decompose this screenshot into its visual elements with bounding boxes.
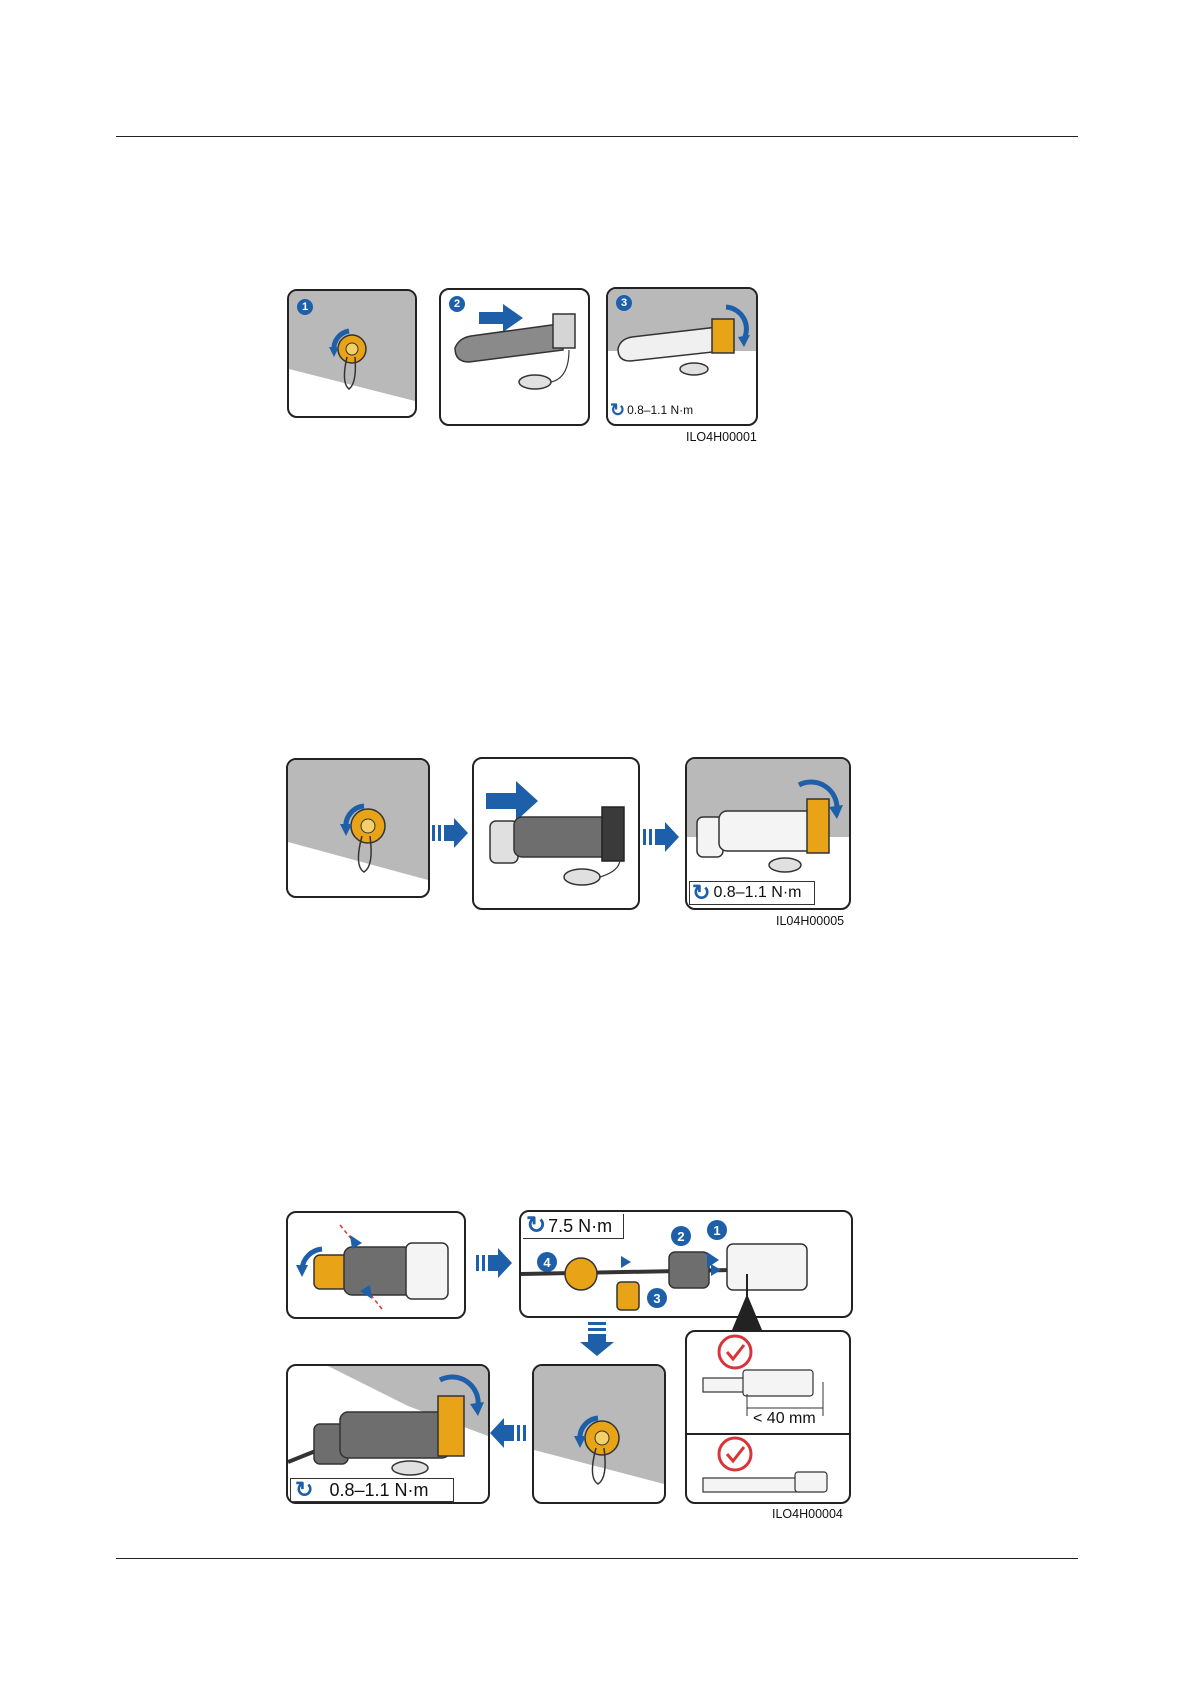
torque-icon: ↻ — [295, 1479, 313, 1501]
fig3-panel-unscrew — [286, 1211, 466, 1319]
fig1-panel-2: 2 — [439, 288, 590, 426]
step-badge: 1 — [707, 1220, 727, 1240]
fig2-panel-3: ↻ 0.8–1.1 N·m — [685, 757, 851, 910]
fig2-panel-1 — [286, 758, 430, 898]
pointer-icon — [732, 1274, 762, 1330]
step-badge: 1 — [297, 299, 313, 315]
footer-rule — [116, 1558, 1078, 1559]
header-rule — [116, 136, 1078, 137]
step-badge: 2 — [449, 296, 465, 312]
torque-icon: ↻ — [610, 401, 625, 419]
fig2-panel-2 — [472, 757, 640, 910]
torque-label-large: ↻ 7.5 N·m — [523, 1214, 624, 1239]
fig3-panel-cap — [532, 1364, 666, 1504]
dimension-label: < 40 mm — [753, 1410, 816, 1428]
fig1-panel-1: 1 — [287, 289, 417, 418]
figure-id: IL04H00005 — [776, 914, 844, 928]
figure-id: ILO4H00001 — [686, 430, 757, 444]
fig3-panel-assemble: ↻ 7.5 N·m 4 2 1 3 — [519, 1210, 853, 1318]
flow-arrow-left-icon — [490, 1418, 526, 1448]
torque-label: ↻ 0.8–1.1 N·m — [689, 881, 815, 905]
step-badge: 2 — [671, 1226, 691, 1246]
flow-arrow-icon — [643, 822, 679, 852]
torque-label: ↻ 0.8–1.1 N·m — [290, 1478, 454, 1502]
torque-label: ↻ 0.8–1.1 N·m — [610, 401, 702, 419]
torque-icon: ↻ — [692, 882, 710, 904]
flow-arrow-icon — [476, 1248, 512, 1278]
step-badge: 4 — [537, 1252, 557, 1272]
torque-icon: ↻ — [526, 1214, 546, 1238]
fig3-panel-install: ↻ 0.8–1.1 N·m — [286, 1364, 490, 1504]
flow-arrow-down-icon — [580, 1322, 614, 1356]
step-badge: 3 — [616, 295, 632, 311]
fig3-panel-cable-check: < 40 mm — [685, 1330, 851, 1504]
flow-arrow-icon — [432, 818, 468, 848]
figure-id: ILO4H00004 — [772, 1507, 843, 1521]
step-badge: 3 — [647, 1288, 667, 1308]
fig1-panel-3: 3 ↻ 0.8–1.1 N·m — [606, 287, 758, 426]
